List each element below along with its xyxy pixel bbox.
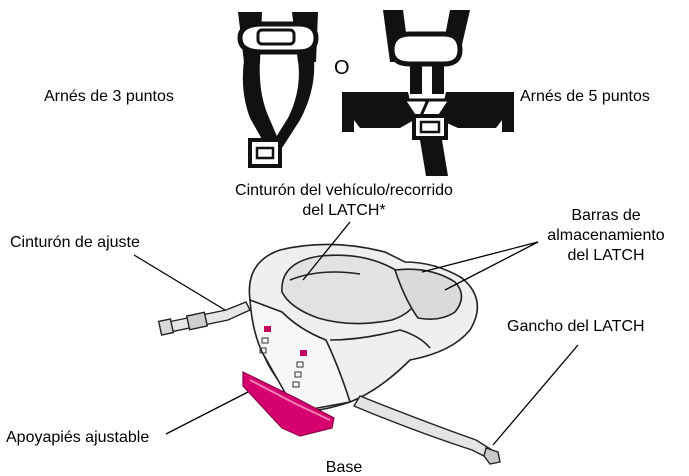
leader-adjust-strap (134, 255, 225, 310)
leader-latch-hook (493, 345, 578, 445)
adjustment-strap (159, 302, 250, 335)
latch-strap (354, 396, 500, 464)
leader-storage-bar-1 (422, 242, 538, 272)
infant-seat-base (249, 244, 477, 412)
leader-storage-bar-2 (445, 242, 538, 290)
three-point-harness (238, 12, 318, 166)
label-belt-path-line2: del LATCH* (302, 202, 385, 219)
label-five-point: Arnés de 5 puntos (520, 88, 650, 105)
label-or: O (334, 57, 350, 79)
label-footrest: Apoyapiés ajustable (6, 429, 149, 446)
label-storage-line3: del LATCH (567, 247, 644, 264)
label-latch-hook: Gancho del LATCH (507, 318, 645, 335)
leader-footrest (166, 392, 248, 434)
label-adjust-strap: Cinturón de ajuste (10, 234, 140, 251)
label-three-point: Arnés de 3 puntos (44, 88, 174, 105)
label-storage-line2: almacenamiento (547, 227, 665, 244)
five-point-harness (342, 10, 514, 176)
label-storage-line1: Barras de (571, 207, 640, 224)
label-base: Base (326, 459, 363, 476)
label-belt-path-line1: Cinturón del vehículo/recorrido (235, 182, 453, 199)
